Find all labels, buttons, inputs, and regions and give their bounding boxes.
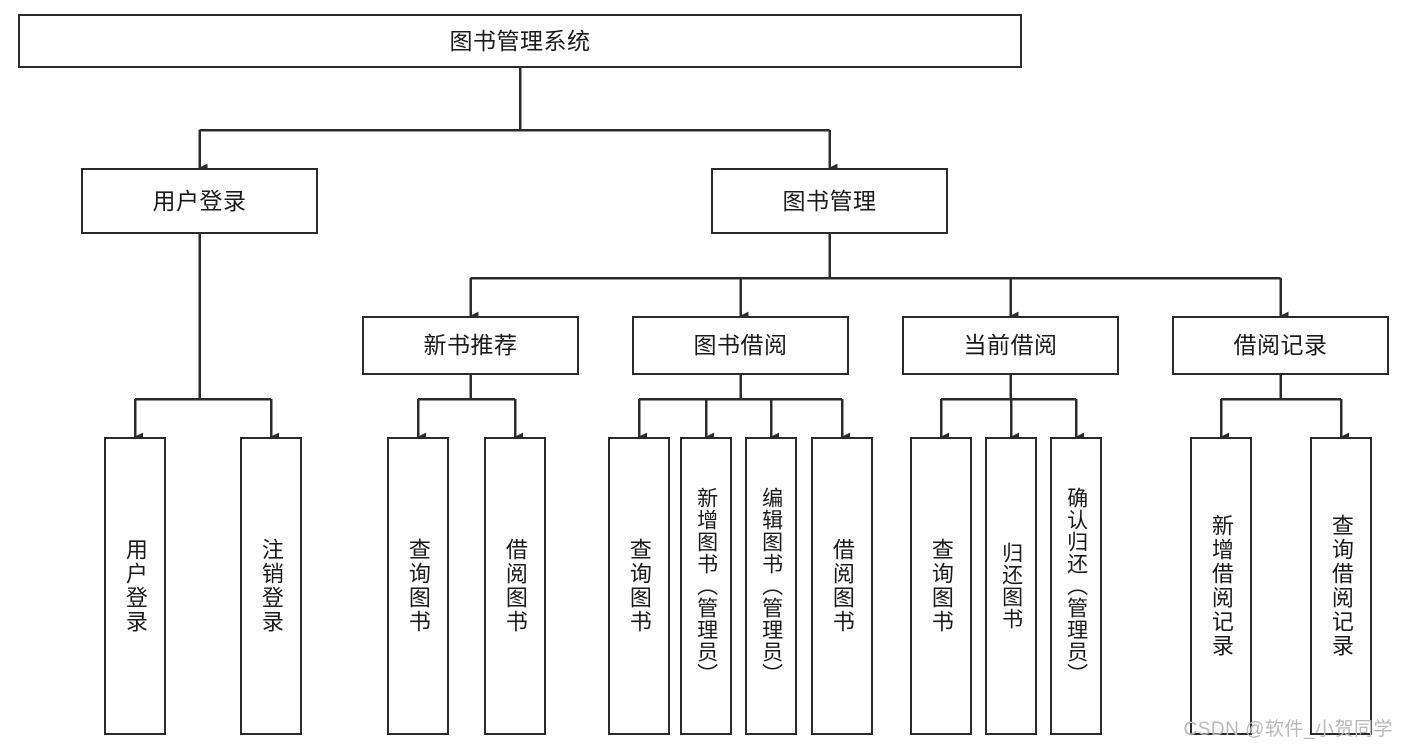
node-label-leaf-login: 用户登录: [122, 538, 148, 634]
node-label-leaf-logout: 注销登录: [258, 538, 284, 634]
node-label-records: 借阅记录: [1233, 332, 1328, 359]
node-label-newbooks: 新书推荐: [423, 332, 518, 359]
node-leaf-login[interactable]: 用户登录: [104, 437, 166, 735]
node-records[interactable]: 借阅记录: [1172, 316, 1389, 375]
node-login[interactable]: 用户登录: [81, 168, 318, 234]
node-leaf-cu-query[interactable]: 查询图书: [910, 437, 972, 735]
node-label-leaf-re-add: 新增借阅记录: [1208, 514, 1234, 658]
node-label-root: 图书管理系统: [449, 27, 591, 54]
node-label-leaf-bo-add: 新增图书（管理员）: [694, 487, 718, 685]
node-label-borrow: 图书借阅: [693, 332, 788, 359]
node-label-leaf-cu-confirm: 确认归还（管理员）: [1064, 487, 1088, 685]
node-leaf-nb-borrow[interactable]: 借阅图书: [484, 437, 546, 735]
node-current[interactable]: 当前借阅: [902, 316, 1119, 375]
node-label-leaf-bo-query: 查询图书: [626, 538, 652, 634]
node-leaf-bo-edit[interactable]: 编辑图书（管理员）: [745, 437, 797, 735]
watermark-label: CSDN @软件_小贺同学: [1183, 719, 1393, 740]
node-label-leaf-nb-query: 查询图书: [405, 538, 431, 634]
node-borrow[interactable]: 图书借阅: [632, 316, 849, 375]
node-label-leaf-re-query: 查询借阅记录: [1328, 514, 1354, 658]
node-label-leaf-cu-query: 查询图书: [928, 538, 954, 634]
node-leaf-bo-query[interactable]: 查询图书: [608, 437, 670, 735]
node-leaf-bo-add[interactable]: 新增图书（管理员）: [680, 437, 732, 735]
node-label-leaf-nb-borrow: 借阅图书: [502, 538, 528, 634]
node-leaf-cu-confirm[interactable]: 确认归还（管理员）: [1050, 437, 1102, 735]
node-label-leaf-cu-return: 归还图书: [999, 542, 1023, 630]
node-label-leaf-bo-edit: 编辑图书（管理员）: [759, 487, 783, 685]
node-root[interactable]: 图书管理系统: [18, 14, 1022, 68]
node-leaf-cu-return[interactable]: 归还图书: [985, 437, 1037, 735]
node-leaf-nb-query[interactable]: 查询图书: [387, 437, 449, 735]
edges-group: [133, 68, 1350, 442]
node-leaf-re-query[interactable]: 查询借阅记录: [1310, 437, 1372, 735]
node-label-leaf-bo-borrow: 借阅图书: [829, 538, 855, 634]
node-newbooks[interactable]: 新书推荐: [362, 316, 579, 375]
node-leaf-bo-borrow[interactable]: 借阅图书: [811, 437, 873, 735]
node-label-login: 用户登录: [152, 187, 247, 214]
node-bookmgmt[interactable]: 图书管理: [711, 168, 948, 234]
node-label-bookmgmt: 图书管理: [782, 187, 877, 214]
node-leaf-logout[interactable]: 注销登录: [240, 437, 302, 735]
node-leaf-re-add[interactable]: 新增借阅记录: [1190, 437, 1252, 735]
node-label-current: 当前借阅: [963, 332, 1058, 359]
